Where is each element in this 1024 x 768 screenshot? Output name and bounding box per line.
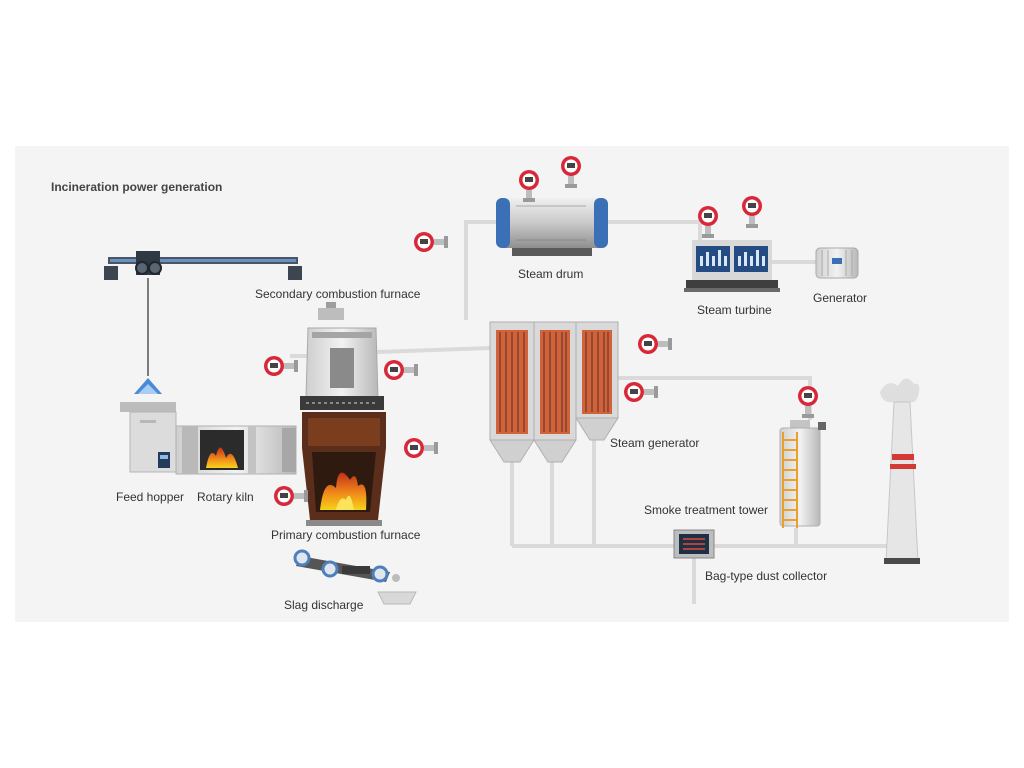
pressure-transmitter-icon	[264, 356, 298, 376]
pressure-transmitters	[264, 156, 818, 506]
label-feed-hopper: Feed hopper	[116, 490, 185, 504]
pressure-transmitter-icon	[798, 386, 818, 418]
pressure-transmitter-icon	[404, 438, 438, 458]
label-steam-drum: Steam drum	[518, 267, 584, 281]
smoke-treatment-tower	[779, 420, 826, 528]
label-steam-generator: Steam generator	[610, 436, 700, 450]
pressure-transmitter-icon	[414, 232, 448, 252]
steam-drum	[496, 198, 608, 256]
chimney	[880, 378, 920, 564]
steam-turbine	[684, 240, 780, 292]
pressure-transmitter-icon	[519, 170, 539, 202]
pressure-transmitter-icon	[698, 206, 718, 238]
label-smoke-treatment-tower: Smoke treatment tower	[644, 503, 769, 517]
pipe-steam-generator-to-tower	[612, 376, 812, 420]
label-steam-turbine: Steam turbine	[697, 303, 772, 317]
pipe-hopper-drains	[510, 440, 596, 546]
rotary-kiln	[175, 425, 297, 475]
feed-hopper	[120, 402, 177, 473]
label-slag-discharge: Slag discharge	[284, 598, 364, 612]
pressure-transmitter-icon	[384, 360, 418, 380]
pressure-transmitter-icon	[638, 334, 672, 354]
label-bag-type-dust-collector: Bag-type dust collector	[705, 569, 828, 583]
steam-generator	[489, 321, 619, 463]
pressure-transmitter-icon	[624, 382, 658, 402]
bag-type-dust-collector	[673, 529, 715, 559]
pipe-furnace-to-steam-generator	[375, 346, 491, 354]
diagram-title: Incineration power generation	[51, 180, 223, 194]
pressure-transmitter-icon	[561, 156, 581, 188]
secondary-combustion-furnace	[300, 302, 384, 410]
primary-combustion-furnace	[302, 412, 386, 526]
pipe-steam-drum-feed	[464, 220, 500, 320]
overhead-crane	[104, 251, 302, 394]
slag-discharge	[293, 549, 417, 605]
label-generator: Generator	[813, 291, 868, 305]
pressure-transmitter-icon	[274, 486, 308, 506]
pipe-drum-to-turbine	[606, 220, 702, 240]
pressure-transmitter-icon	[742, 196, 762, 228]
label-secondary-combustion-furnace: Secondary combustion furnace	[255, 287, 421, 301]
generator	[815, 247, 859, 279]
label-rotary-kiln: Rotary kiln	[197, 490, 254, 504]
label-primary-combustion-furnace: Primary combustion furnace	[271, 528, 421, 542]
